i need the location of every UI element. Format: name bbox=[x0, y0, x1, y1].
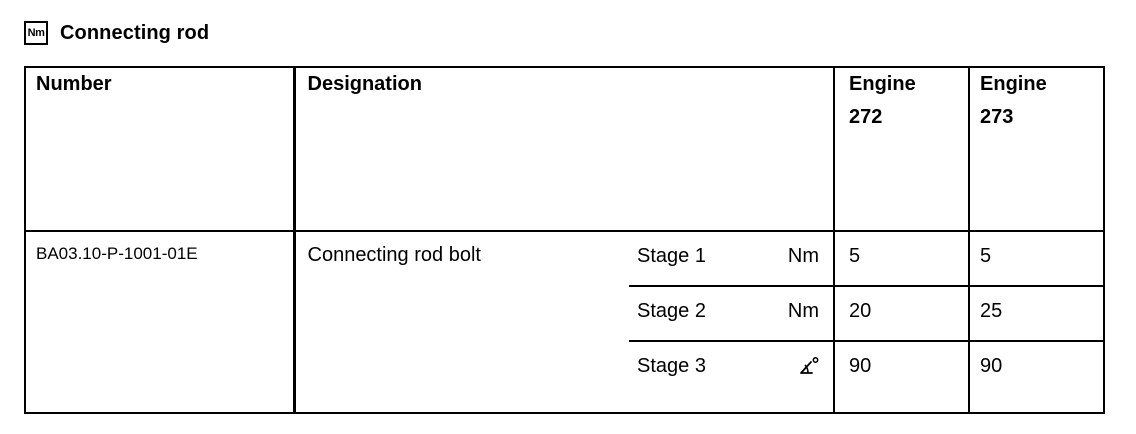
engine-273-value: 90 bbox=[980, 355, 1003, 377]
stage-unit-cell: Nm bbox=[774, 286, 835, 342]
header-engine-273-line1: Engine bbox=[980, 73, 1047, 95]
stage-label-cell: Stage 1 bbox=[629, 231, 774, 287]
table-row: Stage 3 90 90 bbox=[25, 341, 1106, 414]
section-title: Connecting rod bbox=[60, 21, 210, 44]
stage-unit: Nm bbox=[787, 245, 820, 267]
header-engine-272: Engine 272 bbox=[833, 66, 970, 232]
torque-spec-table: Number Designation Engine 272 Engine 273… bbox=[24, 66, 1106, 414]
engine-272-value: 90 bbox=[849, 355, 872, 377]
engine-272-value-cell: 90 bbox=[833, 341, 970, 414]
header-designation: Designation bbox=[292, 66, 835, 232]
header-engine-273: Engine 273 bbox=[968, 66, 1106, 232]
table-header-row: Number Designation Engine 272 Engine 273 bbox=[24, 66, 1106, 232]
engine-273-value-cell: 5 bbox=[968, 231, 1106, 287]
stage-label: Stage 1 bbox=[637, 245, 706, 267]
stage-label-cell: Stage 2 bbox=[629, 286, 774, 342]
stage-label: Stage 2 bbox=[637, 300, 706, 322]
engine-273-value-cell: 25 bbox=[968, 286, 1106, 342]
bolt-number: BA03.10-P-1001-01E bbox=[36, 244, 198, 263]
engine-273-value-cell: 90 bbox=[968, 341, 1106, 414]
engine-272-value-cell: 5 bbox=[833, 231, 970, 287]
bolt-number-cell: BA03.10-P-1001-01E bbox=[24, 231, 294, 414]
engine-272-value: 5 bbox=[849, 245, 861, 267]
header-number-label: Number bbox=[36, 73, 112, 95]
section-heading: Nm Connecting rod bbox=[24, 18, 209, 48]
header-designation-label: Designation bbox=[307, 73, 422, 95]
stage-unit-cell: Nm bbox=[774, 231, 835, 287]
engine-272-value: 20 bbox=[849, 300, 872, 322]
table-row: Stage 2 Nm 20 25 bbox=[25, 286, 1106, 342]
stage-unit-cell bbox=[774, 341, 835, 414]
angle-degree-icon bbox=[797, 356, 819, 376]
header-engine-272-line1: Engine bbox=[849, 73, 916, 95]
designation-cell: Connecting rod bolt bbox=[292, 231, 629, 414]
stage-unit: Nm bbox=[787, 300, 820, 322]
stage-label-cell: Stage 3 bbox=[629, 341, 774, 414]
bolt-designation: Connecting rod bolt bbox=[307, 244, 481, 266]
stage-label: Stage 3 bbox=[637, 355, 706, 377]
engine-273-value: 25 bbox=[980, 300, 1003, 322]
header-engine-273-line2: 273 bbox=[980, 106, 1014, 128]
nm-icon-text: Nm bbox=[27, 26, 45, 39]
header-engine-272-line2: 272 bbox=[849, 106, 883, 128]
nm-torque-icon: Nm bbox=[24, 21, 48, 45]
table-row: BA03.10-P-1001-01E Connecting rod bolt S… bbox=[24, 231, 1106, 414]
engine-272-value-cell: 20 bbox=[833, 286, 970, 342]
header-number: Number bbox=[24, 66, 294, 232]
engine-273-value: 5 bbox=[980, 245, 992, 267]
